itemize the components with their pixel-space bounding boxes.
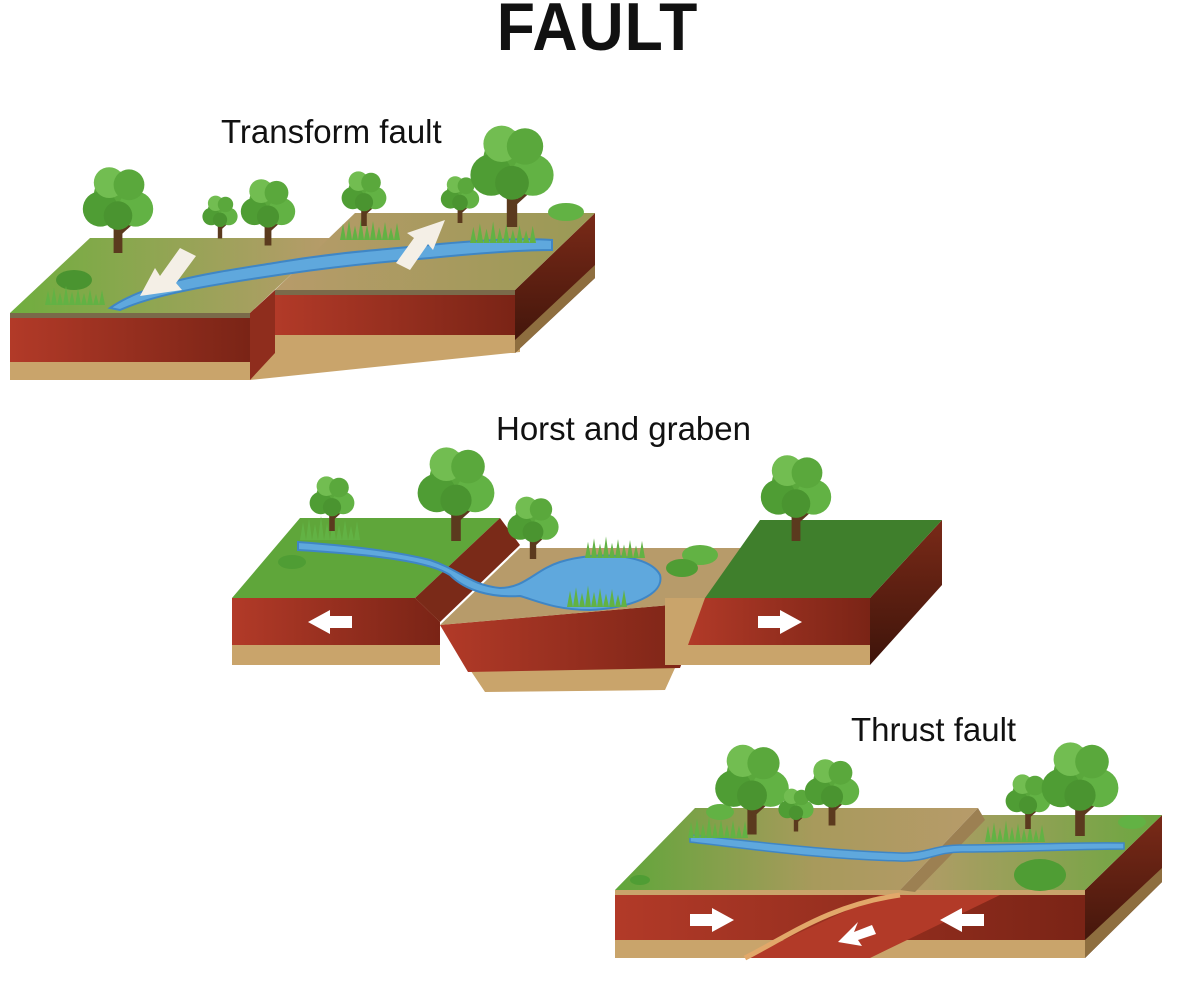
label-thrust-fault: Thrust fault — [851, 711, 1017, 748]
thrust-fault-block — [615, 740, 1162, 961]
horst-graben-block — [232, 445, 942, 692]
transform-fault-block — [10, 123, 595, 380]
diagram-title: FAULT — [496, 0, 699, 65]
label-horst-and-graben: Horst and graben — [496, 410, 751, 447]
label-transform-fault: Transform fault — [221, 113, 442, 150]
